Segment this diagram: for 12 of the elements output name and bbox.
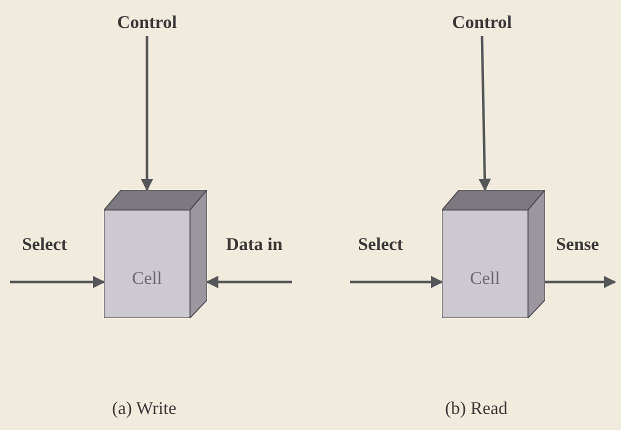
arrow	[10, 276, 106, 288]
cell-label: Cell	[131, 268, 163, 289]
panel-caption: (b) Read	[445, 398, 508, 419]
arrow	[350, 276, 444, 288]
cell-label: Cell	[469, 268, 501, 289]
input-label: Control	[116, 12, 178, 33]
arrow	[478, 36, 492, 192]
input-label: Control	[451, 12, 513, 33]
arrow	[545, 276, 616, 288]
arrow	[206, 276, 292, 288]
panel-caption: (a) Write	[112, 398, 176, 419]
arrow	[140, 36, 154, 192]
